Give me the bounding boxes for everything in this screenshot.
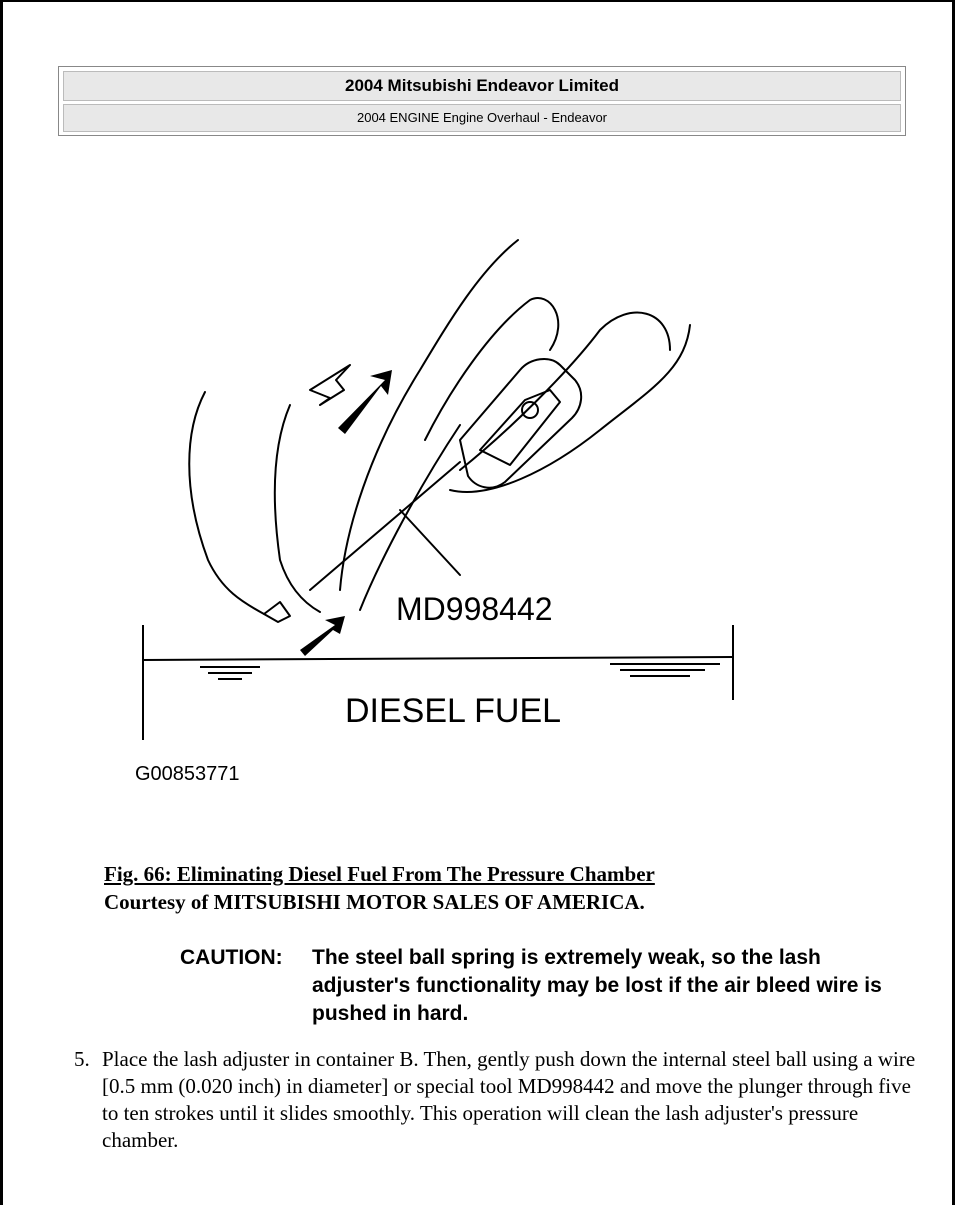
solid-arrow-up <box>338 370 392 434</box>
lash-adjuster-inner <box>479 389 561 466</box>
section-title: 2004 ENGINE Engine Overhaul - Endeavor <box>63 104 901 132</box>
figure-caption: Fig. 66: Eliminating Diesel Fuel From Th… <box>104 862 655 886</box>
page-border-right <box>952 0 955 1205</box>
thumb-outline <box>339 239 519 591</box>
courtesy-line: Courtesy of MITSUBISHI MOTOR SALES OF AM… <box>104 890 645 914</box>
step-number: 5. <box>74 1047 90 1071</box>
fuel-surface-line <box>142 656 734 661</box>
steel-ball <box>521 401 539 419</box>
page-border-left <box>0 0 3 1205</box>
thumb-inner <box>359 424 461 611</box>
solid-arrow-lower <box>300 616 345 656</box>
leader-line <box>399 509 461 576</box>
caution-label: CAUTION: <box>180 946 283 969</box>
right-finger-lower <box>459 311 671 471</box>
document-header: 2004 Mitsubishi Endeavor Limited 2004 EN… <box>58 66 906 136</box>
lash-adjuster-body <box>459 358 583 489</box>
step-text: Place the lash adjuster in container B. … <box>102 1047 916 1152</box>
page-border-top <box>0 0 955 2</box>
left-finger-outline <box>188 391 265 615</box>
left-finger-outline-2 <box>273 404 321 613</box>
right-finger-bottom <box>449 324 691 493</box>
left-finger-tip <box>263 601 291 623</box>
hollow-arrow <box>309 364 351 406</box>
bleed-wire <box>309 461 461 591</box>
tool-number-label: MD998442 <box>396 591 553 627</box>
figure-id-label: G00853771 <box>135 763 240 785</box>
lash-adjuster-illustration: MD998442 DIESEL FUEL G00853771 <box>135 239 734 785</box>
right-finger-outline <box>424 297 560 441</box>
diesel-fuel-label: DIESEL FUEL <box>345 692 561 730</box>
caution-text: The steel ball spring is extremely weak,… <box>312 946 882 1025</box>
vehicle-title: 2004 Mitsubishi Endeavor Limited <box>63 71 901 101</box>
